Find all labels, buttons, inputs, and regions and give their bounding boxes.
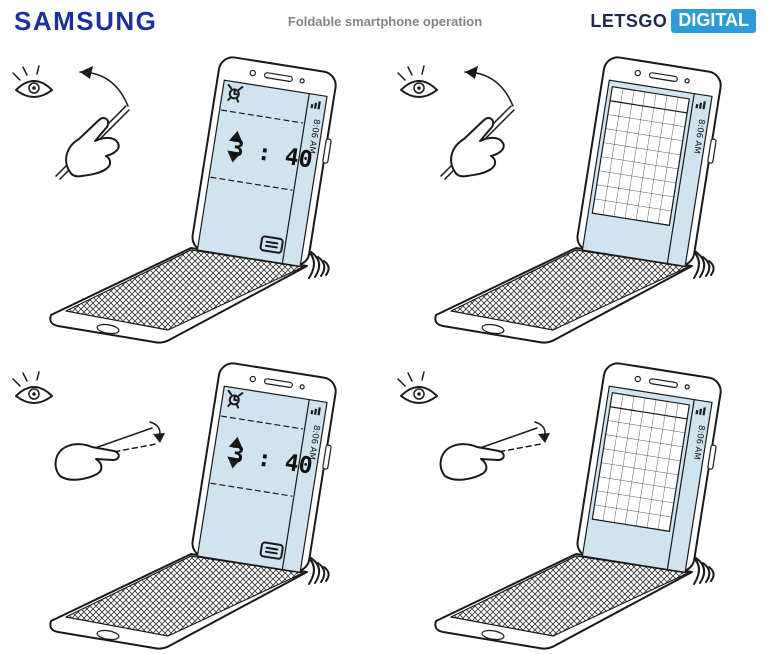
home-button <box>96 629 120 641</box>
arrow-up-icon <box>228 436 243 449</box>
signal-icon <box>310 104 314 109</box>
calendar-screen <box>591 392 690 532</box>
front-camera <box>249 375 256 383</box>
phone-lower-half <box>434 553 693 650</box>
signal-icon <box>695 104 699 109</box>
patent-figure-calendar-tap: 8:06 AM <box>397 56 722 344</box>
letsgo-digital-logo: LETSGO DIGITAL <box>590 9 756 33</box>
arrow-up-icon <box>228 130 243 143</box>
signal-icon <box>695 410 699 415</box>
speaker-grille <box>648 378 678 388</box>
calendar-screen <box>591 86 690 226</box>
digital-logo-badge: DIGITAL <box>671 9 756 33</box>
phone-upper-half: 8:06 AM 3 : 40 <box>191 56 337 267</box>
side-button <box>322 138 332 164</box>
patent-figure-alarm-tap: 8:06 AM 3 : 40 <box>12 56 337 344</box>
figure-panel-top-left: 8:06 AM 3 : 40 <box>0 42 385 348</box>
front-camera <box>634 375 641 383</box>
eye-icon <box>397 65 438 98</box>
phone-upper-half: 8:06 AM 3 : 40 <box>191 362 337 573</box>
alarm-screen: 3 : 40 <box>210 389 314 560</box>
arrow-down-icon <box>227 456 242 469</box>
foldable-phone: 8:06 AM 3 : 40 <box>49 56 337 344</box>
arrow-down-icon <box>227 150 242 163</box>
phone-screen <box>196 385 328 573</box>
side-button <box>322 444 332 470</box>
home-button <box>481 629 505 641</box>
alarm-clock-icon <box>227 389 244 409</box>
screen-button <box>259 541 284 560</box>
home-button <box>96 323 120 335</box>
proximity-sensor <box>684 78 690 84</box>
eye-icon <box>12 65 53 98</box>
foldable-phone: 8:06 AM 3 : 40 <box>49 362 337 650</box>
front-camera <box>634 69 641 77</box>
hand-gesture-tap-icon <box>440 66 515 180</box>
hand-gesture-bend-icon <box>54 421 165 481</box>
patent-figure-calendar-bend: 8:06 AM <box>397 362 722 650</box>
eye-icon <box>397 371 438 404</box>
proximity-sensor <box>299 384 305 390</box>
front-camera <box>249 69 256 77</box>
speaker-grille <box>263 378 293 388</box>
side-button <box>707 444 717 470</box>
hinge-ridges <box>688 553 715 585</box>
figure-panel-bottom-left: 8:06 AM 3 : 40 <box>0 348 385 654</box>
letsgo-logo-text: LETSGO <box>590 10 668 31</box>
screen-button <box>259 235 284 254</box>
proximity-sensor <box>684 384 690 390</box>
page-title: Foldable smartphone operation <box>287 13 483 29</box>
side-button <box>707 138 717 164</box>
signal-icon <box>310 410 314 415</box>
speaker-grille <box>648 72 678 82</box>
phone-lower-half <box>49 553 308 650</box>
patent-figure-alarm-bend: 8:06 AM 3 : 40 <box>12 362 337 650</box>
eye-icon <box>12 371 53 404</box>
foldable-phone: 8:06 AM <box>434 362 722 650</box>
samsung-logo: SAMSUNG <box>14 5 158 36</box>
figure-grid: 8:06 AM 3 : 40 <box>0 42 770 654</box>
phone-upper-half: 8:06 AM <box>576 362 722 573</box>
alarm-clock-icon <box>227 83 244 103</box>
hand-gesture-tap-icon <box>55 66 130 180</box>
figure-panel-bottom-right: 8:06 AM <box>385 348 770 654</box>
foldable-phone: 8:06 AM <box>434 56 722 344</box>
proximity-sensor <box>299 78 305 84</box>
speaker-grille <box>263 72 293 82</box>
phone-upper-half: 8:06 AM <box>576 56 722 267</box>
figure-panel-top-right: 8:06 AM <box>385 42 770 348</box>
phone-screen <box>196 79 328 267</box>
hand-gesture-bend-icon <box>439 421 550 481</box>
header: SAMSUNG Foldable smartphone operation LE… <box>0 0 770 42</box>
home-button <box>481 323 505 335</box>
